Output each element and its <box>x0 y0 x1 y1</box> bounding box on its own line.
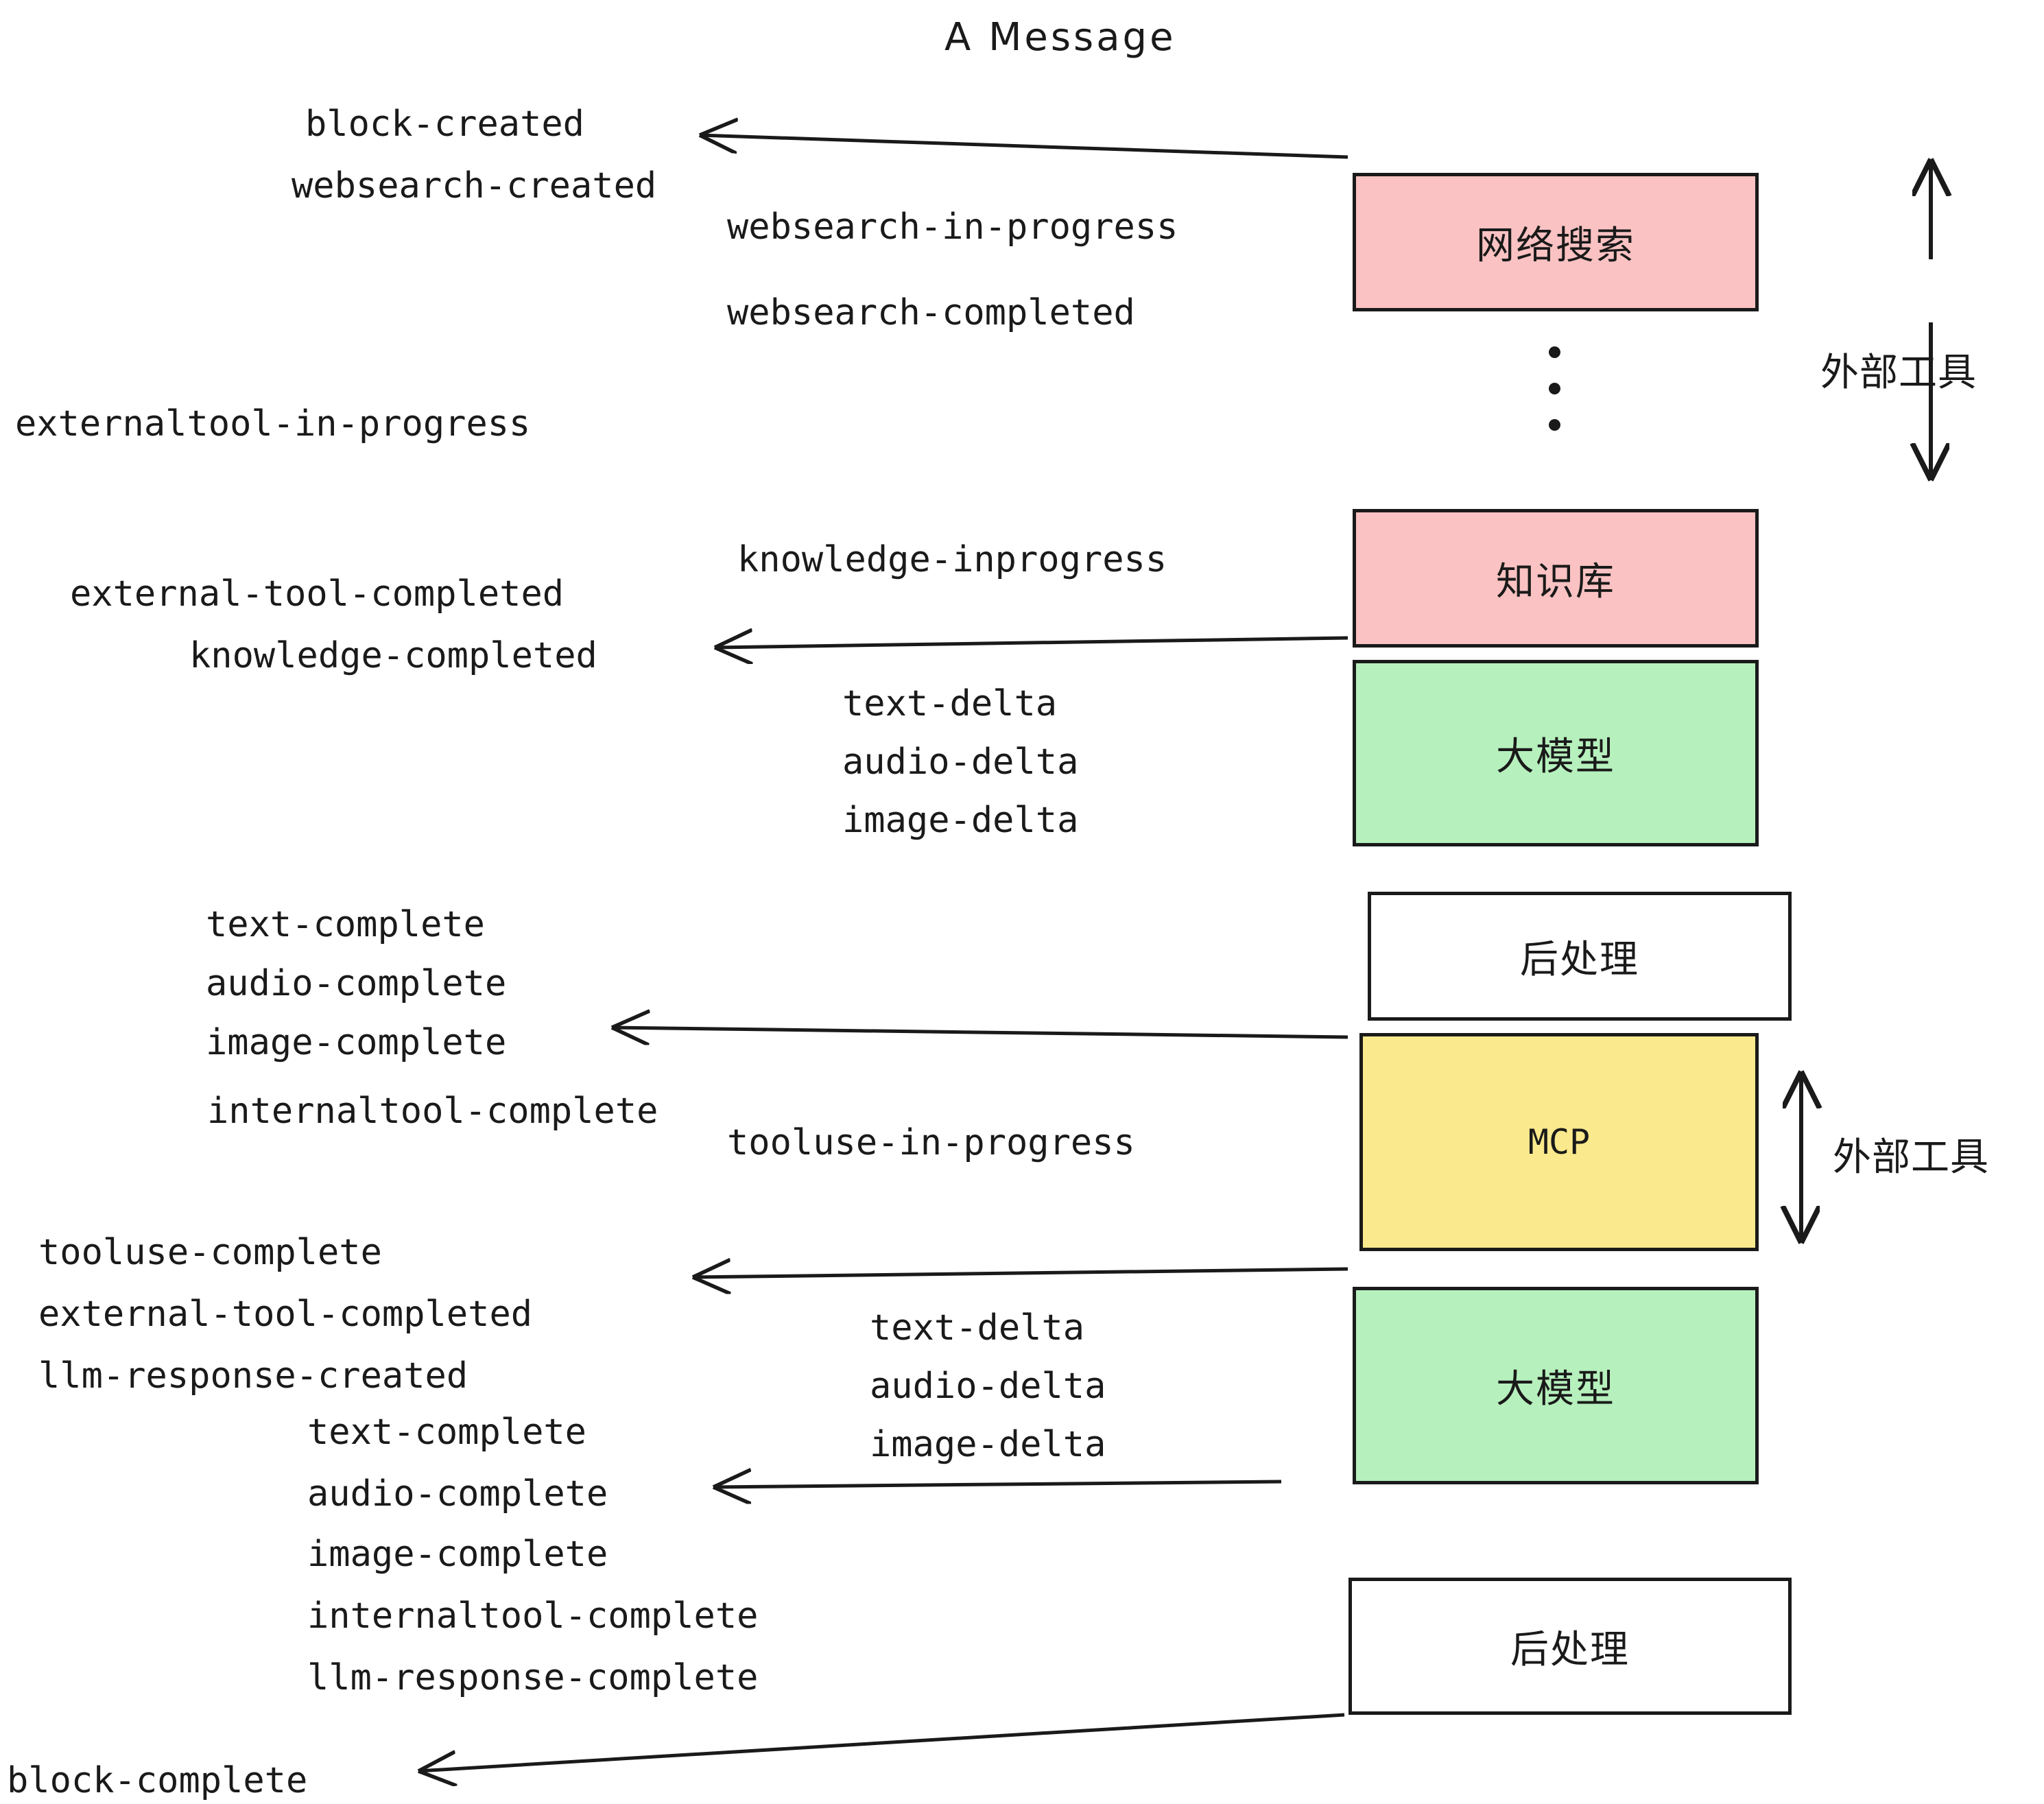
event-label: websearch-completed <box>727 292 1135 333</box>
event-label: llm-response-created <box>38 1355 468 1397</box>
event-label: image-complete <box>307 1534 608 1575</box>
event-label: image-complete <box>206 1022 507 1063</box>
event-label: llm-response-complete <box>307 1657 759 1698</box>
event-label: knowledge-completed <box>189 635 597 676</box>
event-label: image-delta <box>842 800 1079 841</box>
event-label: websearch-created <box>292 165 657 206</box>
event-label: text-complete <box>206 904 485 945</box>
event-label: block-complete <box>7 1760 308 1801</box>
event-label: tooluse-in-progress <box>727 1122 1135 1163</box>
event-label: audio-complete <box>206 963 507 1004</box>
event-label: internaltool-complete <box>207 1091 658 1132</box>
event-label: external-tool-completed <box>70 573 565 615</box>
node-box[interactable]: 大模型 <box>1353 1287 1759 1484</box>
ellipsis-dot <box>1549 383 1560 394</box>
external-tool-label: 外部工具 <box>1833 1135 1989 1180</box>
event-label: text-delta <box>842 683 1058 724</box>
flow-arrow <box>713 1482 1282 1487</box>
node-box[interactable]: 后处理 <box>1348 1578 1792 1715</box>
diagram-title: A Message <box>944 15 1176 60</box>
event-label: audio-delta <box>842 741 1079 783</box>
flow-arrow <box>700 135 1348 159</box>
ellipsis-dot <box>1549 419 1560 431</box>
node-box[interactable]: 网络搜索 <box>1353 173 1759 311</box>
event-label: internaltool-complete <box>307 1595 759 1637</box>
flow-arrow <box>715 638 1348 648</box>
event-label: block-created <box>305 104 584 145</box>
event-label: image-delta <box>870 1424 1106 1465</box>
event-label: externaltool-in-progress <box>15 403 531 444</box>
flow-arrow <box>693 1269 1348 1277</box>
node-box[interactable]: 大模型 <box>1353 660 1759 846</box>
event-label: audio-delta <box>870 1366 1106 1407</box>
event-label: knowledge-inprogress <box>737 539 1167 580</box>
event-label: audio-complete <box>307 1473 608 1515</box>
event-label: websearch-in-progress <box>727 206 1178 248</box>
ellipsis-dots <box>1549 346 1560 431</box>
flow-arrow <box>612 1028 1348 1037</box>
event-label: text-complete <box>307 1412 586 1453</box>
flow-arrow <box>418 1713 1345 1771</box>
node-box[interactable]: 后处理 <box>1368 892 1792 1021</box>
event-label: tooluse-complete <box>38 1232 382 1273</box>
node-box[interactable]: 知识库 <box>1353 509 1759 648</box>
ellipsis-dot <box>1549 346 1560 358</box>
event-label: text-delta <box>870 1307 1085 1349</box>
event-label: external-tool-completed <box>38 1294 533 1335</box>
external-tool-label: 外部工具 <box>1820 351 1977 395</box>
node-box[interactable]: MCP <box>1359 1033 1759 1251</box>
